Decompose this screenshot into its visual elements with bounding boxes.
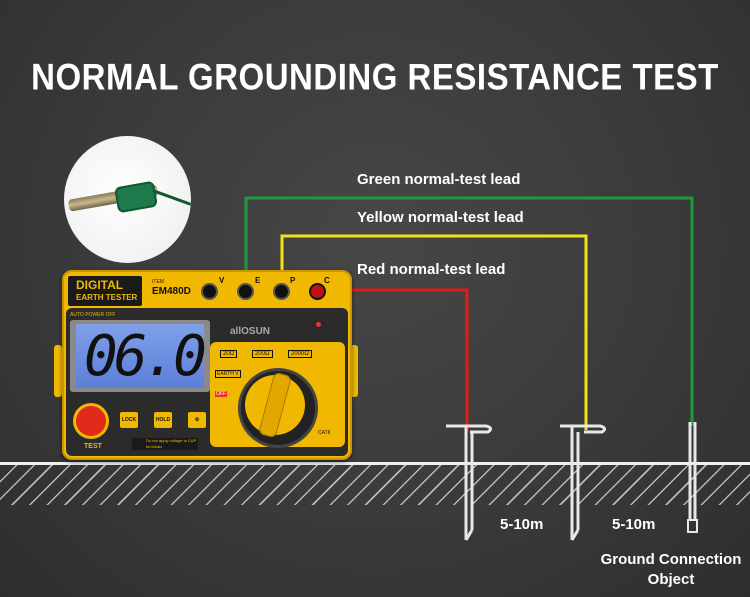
brand-box: DIGITAL EARTH TESTER xyxy=(68,276,142,306)
ground-connection-label: Ground Connection Object xyxy=(596,550,746,590)
device-side-handle-left xyxy=(54,345,62,397)
brand-title: DIGITAL xyxy=(76,278,123,292)
item-label: ITEM xyxy=(152,279,164,285)
ground-connection-rod xyxy=(688,422,697,532)
yellow-lead-label: Yellow normal-test lead xyxy=(357,209,524,226)
range-2000-label: 2000Ω xyxy=(288,350,312,358)
stake-1 xyxy=(446,426,491,540)
terminal-label-p: P xyxy=(290,276,295,285)
red-lead-label: Red normal-test lead xyxy=(357,261,505,278)
off-label: OFF xyxy=(215,391,227,397)
auto-power-off-label: AUTO POWER OFF xyxy=(70,312,115,318)
ground-connection-label-line1: Ground Connection xyxy=(596,550,746,570)
earth-v-label: EARTH V xyxy=(215,370,241,378)
terminal-e-port[interactable] xyxy=(239,285,252,298)
terminal-p-port[interactable] xyxy=(275,285,288,298)
settings-button[interactable]: ⚙ xyxy=(188,412,206,428)
terminal-label-e: E xyxy=(255,276,260,285)
distance-label-1: 5-10m xyxy=(500,516,543,533)
earth-tester-device: DIGITAL EARTH TESTER ITEM EM480D V E P C… xyxy=(62,270,352,460)
test-button[interactable] xyxy=(76,406,106,436)
ground-connection-label-line2: Object xyxy=(596,570,746,590)
gear-icon: ⚙ xyxy=(195,417,199,423)
range-20-label: 20Ω xyxy=(220,350,237,358)
brand-subtitle: EARTH TESTER xyxy=(76,293,137,302)
stake-2 xyxy=(560,426,605,540)
lock-button[interactable]: LOCK xyxy=(120,412,138,428)
lcd-reading: 06.0 xyxy=(84,324,203,389)
terminal-v-port[interactable] xyxy=(203,285,216,298)
cat-rating-label: CATII xyxy=(318,430,330,436)
range-200-label: 200Ω xyxy=(252,350,273,358)
warning-label: Do not apply voltage to C&P terminals xyxy=(132,438,198,450)
model-label: EM480D xyxy=(152,286,191,297)
brand-logo: allOSUN xyxy=(230,326,270,337)
terminal-label-c: C xyxy=(324,276,330,285)
terminal-c-port[interactable] xyxy=(311,285,324,298)
green-lead-label: Green normal-test lead xyxy=(357,171,520,188)
hold-button[interactable]: HOLD xyxy=(154,412,172,428)
terminal-label-v: V xyxy=(219,276,224,285)
test-button-label: TEST xyxy=(84,443,102,450)
indicator-led xyxy=(316,322,321,327)
distance-label-2: 5-10m xyxy=(612,516,655,533)
